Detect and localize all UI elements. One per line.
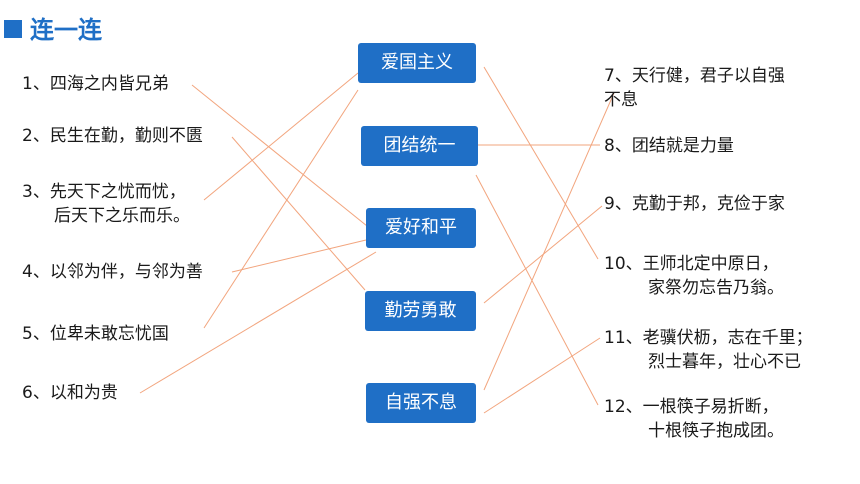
left-item-text: 4、以邻为伴，与邻为善 [22, 262, 203, 282]
left-item-text-line2: 后天下之乐而乐。 [54, 206, 190, 226]
box-diligence[interactable]: 勤劳勇敢 [365, 291, 476, 331]
box-peace[interactable]: 爱好和平 [366, 208, 476, 248]
right-item-text-line2: 烈士暮年，壮心不已 [648, 352, 801, 372]
right-item-text: 11、老骥伏枥，志在千里； [604, 328, 813, 348]
left-item-5: 5、位卑未敢忘忧国 [22, 322, 169, 346]
left-item-text: 6、以和为贵 [22, 383, 118, 403]
connector-line [483, 66, 599, 260]
left-item-text: 3、先天下之忧而忧， [22, 182, 186, 202]
right-item-10: 10、王师北定中原日， 家祭勿忘告乃翁。 [604, 252, 784, 300]
connector-line [483, 92, 615, 391]
right-item-8: 8、团结就是力量 [604, 134, 734, 158]
left-item-2: 2、民生在勤，勤则不匮 [22, 124, 203, 148]
left-item-3: 3、先天下之忧而忧， 后天下之乐而乐。 [22, 180, 190, 228]
title-marker [4, 20, 22, 38]
connector-line [483, 205, 603, 304]
right-item-9: 9、克勤于邦，克俭于家 [604, 192, 785, 216]
left-item-text: 2、民生在勤，勤则不匮 [22, 126, 203, 146]
left-item-text: 1、四海之内皆兄弟 [22, 74, 169, 94]
right-item-text: 12、一根筷子易折断， [604, 397, 779, 417]
right-item-12: 12、一根筷子易折断， 十根筷子抱成团。 [604, 395, 784, 443]
connector-line [231, 136, 366, 291]
connector-line [231, 239, 367, 273]
connector-line [483, 337, 601, 414]
box-unity[interactable]: 团结统一 [361, 126, 478, 166]
box-self-improvement[interactable]: 自强不息 [366, 383, 476, 423]
right-item-text-line2: 十根筷子抱成团。 [648, 421, 784, 441]
connector-line [203, 72, 359, 201]
left-item-6: 6、以和为贵 [22, 381, 118, 405]
page-title: 连一连 [30, 16, 102, 44]
right-item-text-line2: 家祭勿忘告乃翁。 [648, 278, 784, 298]
right-item-11: 11、老骥伏枥，志在千里； 烈士暮年，壮心不已 [604, 326, 813, 374]
connector-line [203, 89, 359, 329]
right-item-text: 10、王师北定中原日， [604, 254, 779, 274]
right-item-text: 9、克勤于邦，克俭于家 [604, 194, 785, 214]
left-item-1: 1、四海之内皆兄弟 [22, 72, 169, 96]
left-item-4: 4、以邻为伴，与邻为善 [22, 260, 203, 284]
right-item-text: 7、天行健，君子以自强 [604, 66, 785, 86]
box-patriotism[interactable]: 爱国主义 [358, 43, 476, 83]
connector-line [191, 84, 368, 227]
left-item-text: 5、位卑未敢忘忧国 [22, 324, 169, 344]
right-item-text-line2: 不息 [604, 90, 638, 110]
connector-line [475, 174, 599, 406]
right-item-7: 7、天行健，君子以自强 不息 [604, 64, 785, 112]
right-item-text: 8、团结就是力量 [604, 136, 734, 156]
